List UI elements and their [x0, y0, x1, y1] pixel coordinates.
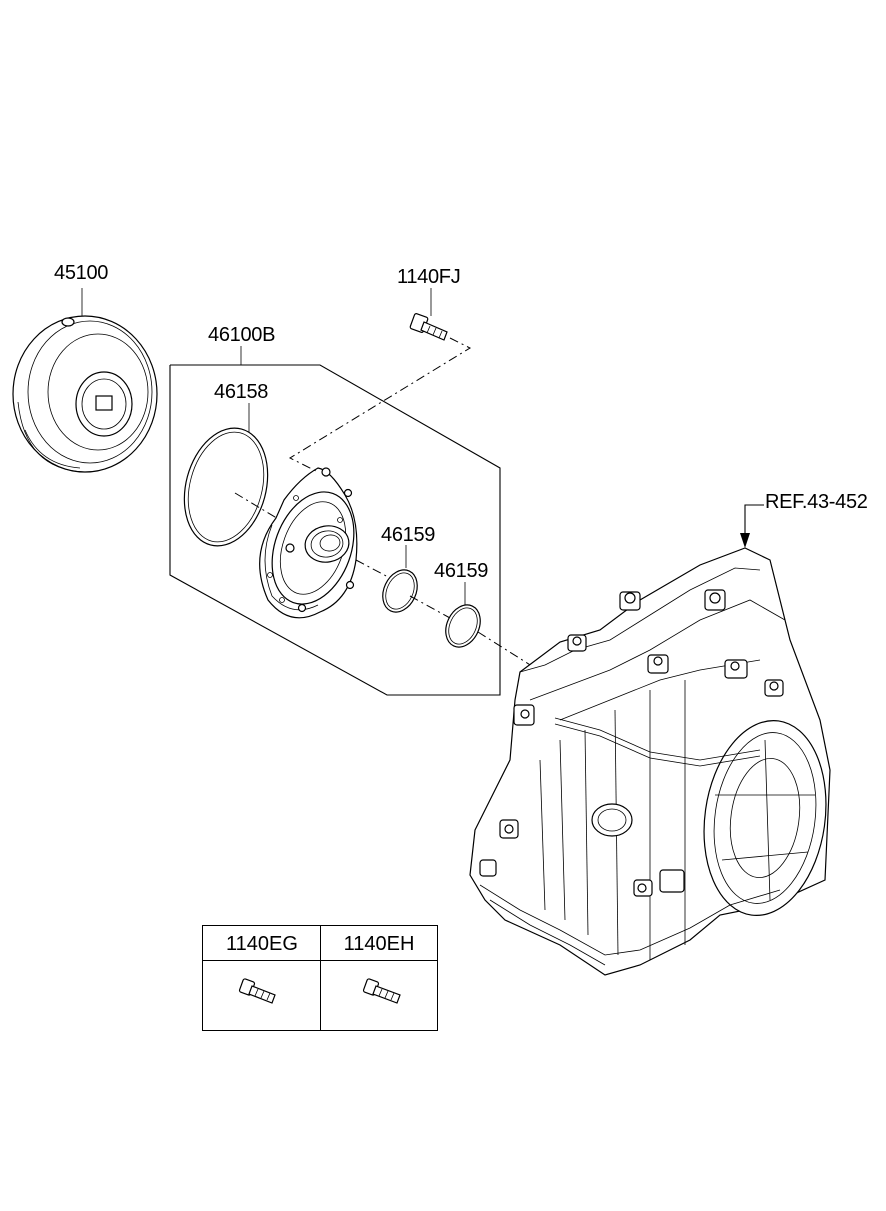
bolt-table: 1140EG 1140EH [202, 925, 438, 1031]
bolt-table-divider [320, 926, 321, 1030]
bolt-1140fj[interactable] [288, 288, 472, 473]
label-o-ring-46158[interactable]: 46158 [214, 381, 269, 403]
oil-pump-body[interactable] [257, 467, 391, 619]
bolt-table-header-1140eh[interactable]: 1140EH [320, 926, 438, 961]
o-ring-46159-b[interactable] [439, 582, 536, 669]
bolt-1140eg-icon [238, 978, 276, 1004]
transaxle-case[interactable] [469, 504, 838, 976]
label-bolt-1140fj[interactable]: 1140FJ [397, 266, 461, 288]
label-oil-pump-assy[interactable]: 46100B [208, 324, 276, 346]
o-ring-46158[interactable] [172, 403, 281, 555]
bolt-1140eh-icon [362, 978, 401, 1004]
label-o-ring-46159-a[interactable]: 46159 [381, 524, 436, 546]
bolt-table-header-1140eg[interactable]: 1140EG [203, 926, 321, 961]
label-reference[interactable]: REF.43-452 [765, 491, 868, 513]
label-o-ring-46159-b[interactable]: 46159 [434, 560, 489, 582]
label-torque-converter[interactable]: 45100 [54, 262, 109, 284]
o-ring-46159-a[interactable] [376, 545, 451, 619]
oil-pump-assy-frame [169, 346, 501, 696]
torque-converter[interactable] [12, 288, 158, 473]
